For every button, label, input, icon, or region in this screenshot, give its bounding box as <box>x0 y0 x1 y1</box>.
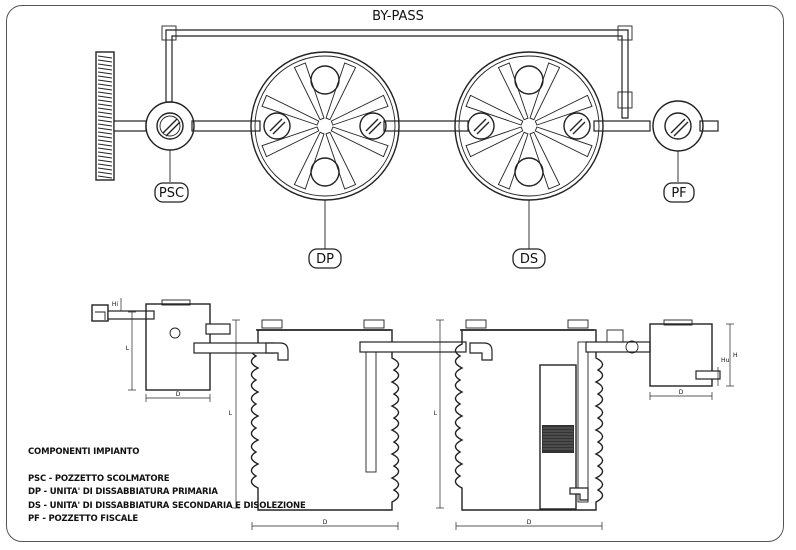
legend-item-psc: PSC - POZZETTO SCOLMATORE <box>28 474 170 485</box>
legend-title: COMPONENTI IMPIANTO <box>28 447 140 457</box>
svg-text:L: L <box>434 410 438 417</box>
svg-text:D: D <box>176 391 181 398</box>
tag-pf: PF <box>663 182 695 203</box>
bypass-label: BY-PASS <box>372 9 424 24</box>
main-pipeline <box>113 120 719 132</box>
pf-section: D H Hu <box>649 319 738 400</box>
tag-psc: PSC <box>154 182 189 203</box>
ds-section: L D <box>434 319 651 530</box>
svg-text:PSC: PSC <box>159 186 184 201</box>
bypass-pipe <box>161 25 633 119</box>
legend-item-dp: DP - UNITA' DI DISSABBIATURA PRIMARIA <box>28 487 218 498</box>
svg-text:PF: PF <box>671 186 686 201</box>
dp-section: L D <box>193 319 467 530</box>
svg-text:Hu: Hu <box>721 357 730 364</box>
svg-text:L: L <box>229 410 233 417</box>
svg-text:L: L <box>126 345 130 352</box>
legend: COMPONENTI IMPIANTO PSC - POZZETTO SCOLM… <box>28 446 306 526</box>
psc-well <box>145 101 195 182</box>
tag-dp: DP <box>308 248 342 269</box>
svg-text:DP: DP <box>316 252 334 267</box>
svg-text:D: D <box>679 389 684 396</box>
svg-text:H: H <box>733 352 738 359</box>
dp-tank-plan <box>250 51 400 252</box>
ds-tank-plan <box>454 51 604 252</box>
svg-text:DS: DS <box>520 252 538 267</box>
legend-item-pf: PF - POZZETTO FISCALE <box>28 513 138 524</box>
svg-text:Hi: Hi <box>112 301 119 308</box>
svg-text:D: D <box>527 519 532 526</box>
drawing-frame <box>6 5 784 542</box>
tag-ds: DS <box>512 248 546 269</box>
pf-well <box>652 100 704 182</box>
svg-text:D: D <box>323 519 328 526</box>
legend-item-ds: DS - UNITA' DI DISSABBIATURA SECONDARIA … <box>28 500 306 511</box>
inlet-grating <box>95 51 115 181</box>
